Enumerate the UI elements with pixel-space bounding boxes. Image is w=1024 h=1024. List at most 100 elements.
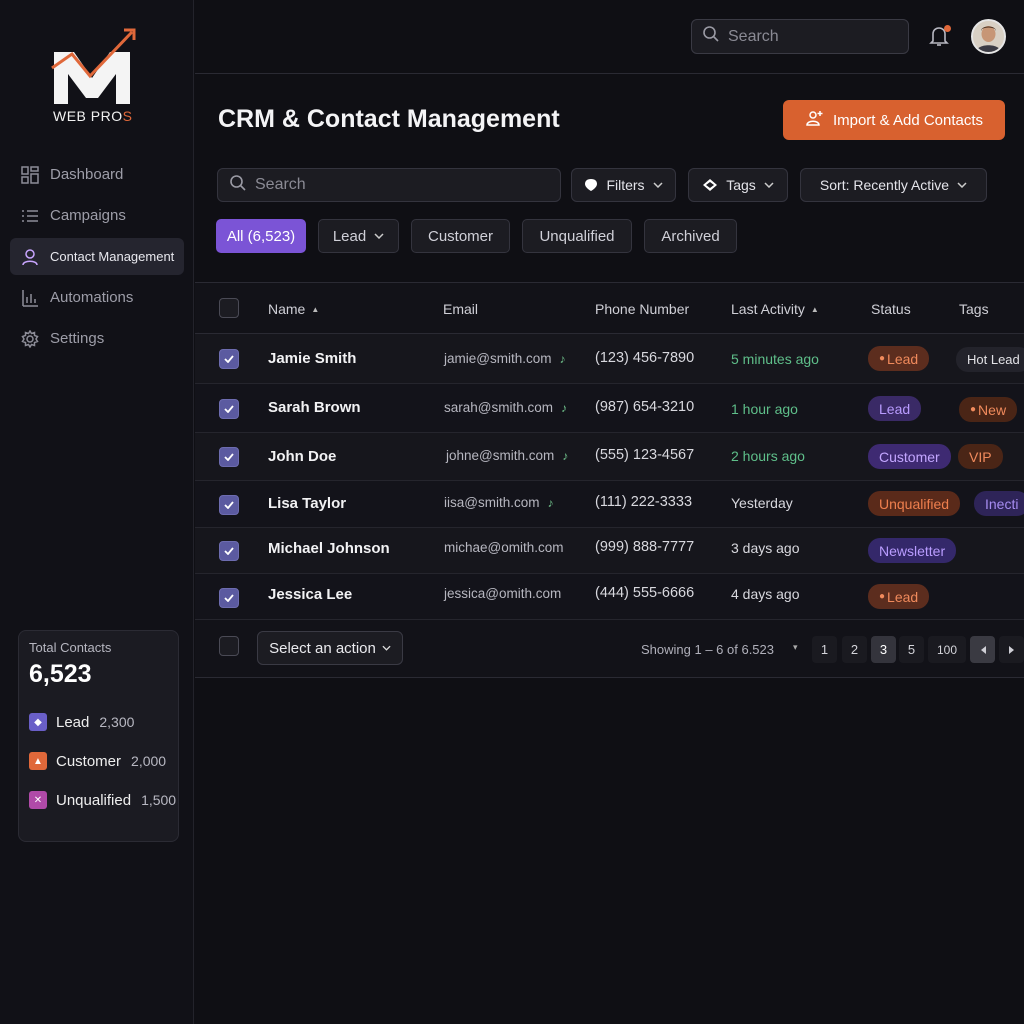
sidebar-item-settings[interactable]: Settings bbox=[10, 320, 184, 357]
contact-phone: (111) 222-3333 bbox=[595, 494, 693, 510]
row-checkbox[interactable] bbox=[219, 399, 239, 419]
table-row[interactable]: Lisa Taylor iisa@smith.com♪ (111) 222-33… bbox=[195, 481, 1024, 528]
status-badge[interactable]: ●Lead bbox=[868, 346, 930, 371]
filters-button[interactable]: Filters bbox=[571, 168, 676, 202]
tag-label: New bbox=[978, 401, 1007, 418]
status-badge[interactable]: ●Lead bbox=[868, 584, 930, 609]
phone-icon[interactable]: ♪ bbox=[560, 400, 567, 415]
stat-row-customer: ▲ Customer 2,000 bbox=[29, 752, 166, 770]
row-checkbox[interactable] bbox=[219, 541, 239, 561]
contact-name[interactable]: Jessica Lee bbox=[268, 586, 353, 603]
page-button[interactable]: 1 bbox=[812, 636, 837, 663]
contact-email[interactable]: jessica@omith.com bbox=[444, 586, 561, 601]
table-row[interactable]: Michael Johnson michae@omith.com (999) 8… bbox=[195, 528, 1024, 574]
column-header-email[interactable]: Email bbox=[443, 301, 478, 317]
column-header-status[interactable]: Status bbox=[871, 301, 911, 317]
page-button[interactable]: 5 bbox=[899, 636, 924, 663]
contact-email[interactable]: michae@omith.com bbox=[444, 540, 564, 555]
column-header-tags[interactable]: Tags bbox=[959, 301, 989, 317]
prev-page-icon[interactable] bbox=[970, 636, 995, 663]
contact-name[interactable]: Michael Johnson bbox=[268, 540, 390, 557]
unqualified-icon: ✕ bbox=[29, 791, 47, 809]
logo[interactable]: WEB PROS bbox=[50, 28, 140, 124]
table-row[interactable]: Jamie Smith jamie@smith.com♪ (123) 456-7… bbox=[195, 334, 1024, 384]
contact-email[interactable]: jamie@smith.com♪ bbox=[444, 351, 565, 366]
table-row[interactable]: Sarah Brown sarah@smith.com♪ (987) 654-3… bbox=[195, 384, 1024, 433]
contact-name[interactable]: Lisa Taylor bbox=[268, 495, 347, 512]
phone-icon[interactable]: ♪ bbox=[559, 351, 566, 366]
row-checkbox[interactable] bbox=[219, 447, 239, 467]
contact-name[interactable]: John Doe bbox=[268, 448, 337, 465]
status-badge[interactable]: Newsletter bbox=[868, 538, 957, 563]
bulk-action-select[interactable]: Select an action bbox=[257, 631, 403, 665]
contact-phone: (444) 555-6666 bbox=[595, 585, 695, 601]
tag-badge[interactable]: ●New bbox=[959, 397, 1018, 422]
table-row[interactable]: Jessica Lee jessica@omith.com (444) 555-… bbox=[195, 574, 1024, 620]
status-badge[interactable]: Unqualified bbox=[868, 491, 961, 516]
contact-email[interactable]: johne@smith.com♪ bbox=[446, 448, 568, 463]
avatar[interactable] bbox=[971, 19, 1006, 54]
contact-email[interactable]: iisa@smith.com♪ bbox=[444, 495, 553, 510]
stat-label: Unqualified bbox=[56, 791, 132, 809]
column-header-last-activity[interactable]: Last Activity▲ bbox=[731, 301, 819, 317]
chip-lead[interactable]: Lead bbox=[318, 219, 399, 253]
tag-badge[interactable]: Inecti bbox=[974, 491, 1024, 516]
customer-icon: ▲ bbox=[29, 752, 47, 770]
tag-badge[interactable]: VIP bbox=[958, 444, 1003, 469]
header-label: Phone Number bbox=[595, 301, 690, 317]
chip-archived[interactable]: Archived bbox=[644, 219, 737, 253]
top-search[interactable] bbox=[691, 19, 909, 54]
status-badge[interactable]: Lead bbox=[868, 396, 922, 421]
sidebar-item-label: Settings bbox=[50, 330, 105, 347]
tags-button[interactable]: Tags bbox=[688, 168, 788, 202]
footer-checkbox[interactable] bbox=[219, 636, 239, 656]
sidebar-item-automations[interactable]: Automations bbox=[10, 279, 184, 316]
next-page-icon[interactable] bbox=[999, 636, 1024, 663]
status-label: Lead bbox=[887, 588, 919, 605]
page-button-current[interactable]: 3 bbox=[871, 636, 896, 663]
gear-icon bbox=[20, 329, 40, 349]
page-button[interactable]: 100 bbox=[928, 636, 966, 663]
top-search-input[interactable] bbox=[728, 27, 878, 46]
stat-label: Lead bbox=[56, 713, 90, 731]
bar-chart-icon bbox=[20, 288, 40, 308]
row-checkbox[interactable] bbox=[219, 495, 239, 515]
chip-unqualified[interactable]: Unqualified bbox=[522, 219, 632, 253]
contact-search[interactable] bbox=[217, 168, 561, 202]
stat-count: 1,500 bbox=[141, 792, 177, 808]
sidebar-item-label: Campaigns bbox=[50, 207, 126, 224]
sidebar-item-dashboard[interactable]: Dashboard bbox=[10, 156, 184, 193]
contact-phone: (555) 123-4567 bbox=[595, 447, 695, 463]
contact-search-input[interactable] bbox=[255, 176, 405, 194]
status-badge[interactable]: Customer bbox=[868, 444, 951, 469]
row-checkbox[interactable] bbox=[219, 349, 239, 369]
bell-icon[interactable] bbox=[929, 25, 951, 49]
sidebar-item-contact-management[interactable]: Contact Management bbox=[10, 238, 184, 275]
contact-email[interactable]: sarah@smith.com♪ bbox=[444, 400, 567, 415]
sidebar-item-campaigns[interactable]: Campaigns bbox=[10, 197, 184, 234]
import-add-contacts-button[interactable]: Import & Add Contacts bbox=[783, 100, 1005, 140]
row-checkbox[interactable] bbox=[219, 588, 239, 608]
sort-dropdown[interactable]: Sort: Recently Active bbox=[800, 168, 987, 202]
phone-icon[interactable]: ♪ bbox=[562, 448, 569, 463]
page-button[interactable]: 2 bbox=[842, 636, 867, 663]
select-all-checkbox[interactable] bbox=[219, 298, 239, 318]
stat-count: 2,300 bbox=[99, 714, 135, 730]
sidebar-nav: Dashboard Campaigns Contact Management A… bbox=[10, 156, 184, 361]
chip-all[interactable]: All (6,523) bbox=[216, 219, 306, 253]
phone-icon[interactable]: ♪ bbox=[547, 495, 554, 510]
email-text: michae@omith.com bbox=[444, 540, 564, 555]
pagination-summary: Showing 1 – 6 of 6.523 bbox=[641, 642, 774, 657]
table-row[interactable]: John Doe johne@smith.com♪ (555) 123-4567… bbox=[195, 433, 1024, 481]
contact-name[interactable]: Jamie Smith bbox=[268, 350, 357, 367]
contact-name[interactable]: Sarah Brown bbox=[268, 399, 361, 416]
search-icon bbox=[702, 25, 720, 48]
last-activity: Yesterday bbox=[731, 495, 793, 511]
page-size-dropdown-icon[interactable]: ▾ bbox=[793, 642, 798, 652]
total-contacts-card: Total Contacts 6,523 ◆ Lead 2,300 ▲ Cust… bbox=[18, 630, 179, 842]
column-header-phone[interactable]: Phone Number bbox=[595, 301, 689, 317]
tag-badge[interactable]: Hot Lead bbox=[956, 347, 1024, 372]
column-header-name[interactable]: Name▲ bbox=[268, 301, 319, 317]
chip-customer[interactable]: Customer bbox=[411, 219, 510, 253]
chevron-down-icon bbox=[382, 645, 391, 651]
